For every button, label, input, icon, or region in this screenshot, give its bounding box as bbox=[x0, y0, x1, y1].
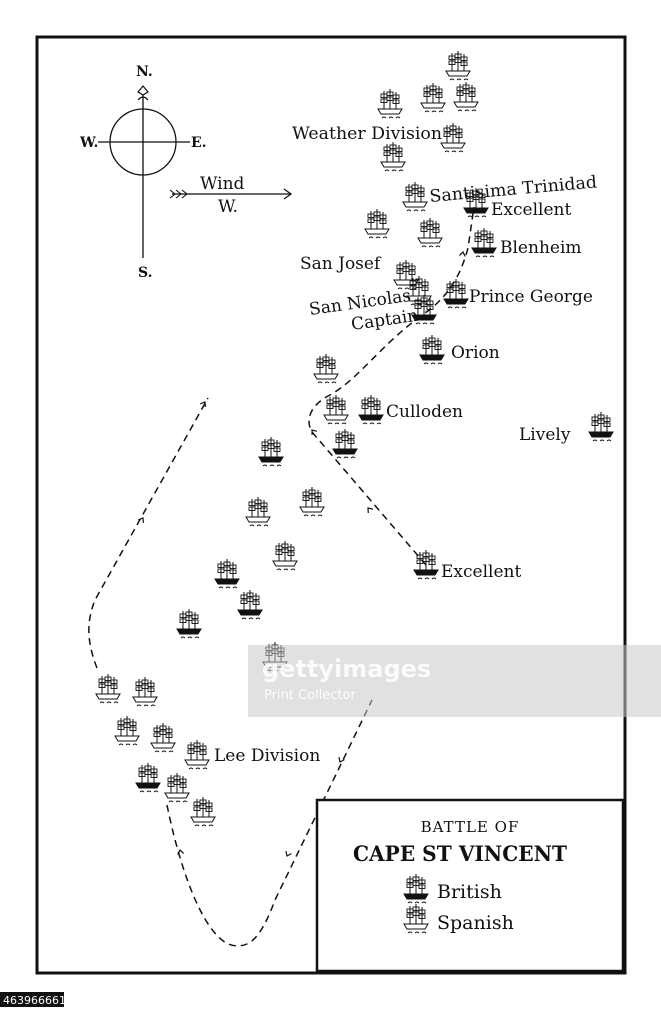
image-number: 463966661 bbox=[3, 994, 66, 1007]
legend-british: British bbox=[437, 881, 502, 903]
compass-east: E. bbox=[191, 135, 207, 151]
compass-rose: N. S. W. E. bbox=[79, 64, 207, 281]
compass-north: N. bbox=[136, 64, 153, 80]
fleur-de-lis-icon bbox=[137, 85, 149, 101]
label-weather-division: Weather Division bbox=[292, 124, 442, 144]
compass-west: W. bbox=[79, 135, 98, 151]
watermark: gettyimages Print Collector bbox=[248, 645, 661, 717]
lee-division-track-north bbox=[88, 397, 209, 669]
label-blenheim: Blenheim bbox=[500, 238, 582, 258]
legend-spanish: Spanish bbox=[437, 912, 514, 934]
label-excellent-top: Excellent bbox=[491, 200, 571, 220]
label-excellent-bottom: Excellent bbox=[441, 562, 521, 582]
label-san-josef: San Josef bbox=[300, 254, 382, 274]
map-title-line1: BATTLE OF bbox=[421, 818, 520, 836]
wind-arrow: Wind W. bbox=[169, 174, 293, 217]
label-prince-george: Prince George bbox=[469, 287, 593, 307]
compass-south: S. bbox=[138, 265, 153, 281]
ship-tracks bbox=[88, 206, 475, 947]
label-lively: Lively bbox=[519, 425, 571, 445]
label-lee-division: Lee Division bbox=[214, 746, 320, 766]
image-number-tag: 463966661 bbox=[0, 992, 66, 1007]
label-orion: Orion bbox=[451, 343, 500, 363]
map-title-line2: CAPE ST VINCENT bbox=[353, 841, 567, 866]
lee-division-track-south bbox=[166, 699, 373, 947]
wind-direction: W. bbox=[218, 197, 238, 217]
excellent-track bbox=[308, 206, 475, 566]
watermark-brand: gettyimages bbox=[262, 655, 431, 683]
legend-box: BATTLE OF CAPE ST VINCENT British Spanis… bbox=[315, 798, 625, 973]
label-culloden: Culloden bbox=[386, 402, 463, 422]
watermark-collection: Print Collector bbox=[264, 688, 356, 703]
wind-label: Wind bbox=[200, 174, 245, 194]
